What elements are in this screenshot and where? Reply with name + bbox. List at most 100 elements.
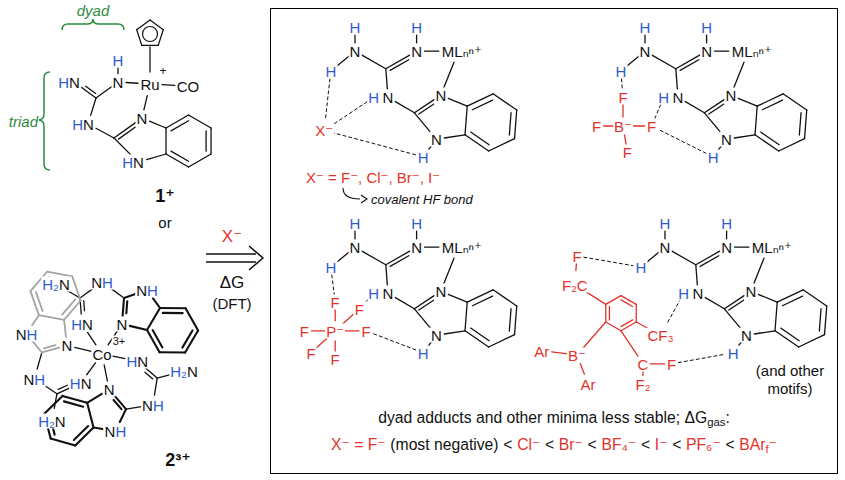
atom-label: HN xyxy=(126,354,150,369)
bond-line xyxy=(779,139,805,151)
label-part: N xyxy=(117,316,128,333)
bond-line xyxy=(337,252,349,262)
caption-text: Cl⁻ xyxy=(517,436,540,453)
ring-bond xyxy=(64,401,83,406)
cp-ring xyxy=(137,20,150,30)
anion-bond xyxy=(345,330,359,331)
ring-bond xyxy=(163,312,183,314)
label-part: N xyxy=(350,43,361,60)
label-part: N xyxy=(725,87,736,104)
bond-line xyxy=(700,256,719,267)
note-text: (and other motifs) xyxy=(745,362,835,398)
label-part: H xyxy=(147,282,158,299)
atom-label: NH xyxy=(15,326,39,341)
anion-label: CF₃ xyxy=(647,328,675,343)
bond-line xyxy=(704,113,721,133)
atom-label: N xyxy=(112,75,125,90)
atom-label: H xyxy=(659,216,672,231)
anion-bond xyxy=(621,320,633,327)
bond-line xyxy=(467,290,493,302)
caption-text: I⁻ xyxy=(655,436,668,453)
bond-line xyxy=(210,128,211,154)
anion-label: F xyxy=(571,249,582,264)
label-part: N xyxy=(435,283,446,300)
bond-line xyxy=(419,104,434,114)
bond-line xyxy=(754,331,775,334)
bond-line xyxy=(705,297,724,308)
bond-line xyxy=(362,251,386,265)
bond-line xyxy=(775,331,799,347)
label-part: N xyxy=(55,413,66,430)
bond-line xyxy=(189,154,212,167)
label-part: N xyxy=(431,131,442,148)
anion-bond xyxy=(335,341,336,353)
atom-label: N xyxy=(720,132,733,147)
bond-line xyxy=(444,258,454,284)
bond-line xyxy=(425,51,439,52)
bond-line xyxy=(166,154,189,167)
caption-text: gas xyxy=(707,416,725,428)
bond-line xyxy=(729,300,744,310)
label-part: N xyxy=(142,396,153,413)
bond-line xyxy=(395,297,414,308)
anion-label: F xyxy=(305,345,316,360)
ring-bond xyxy=(160,307,186,309)
bond-line xyxy=(147,154,166,160)
ring-bond xyxy=(130,326,147,330)
ring-bond xyxy=(182,330,192,347)
label-part: H xyxy=(640,19,651,36)
bond-line xyxy=(664,231,665,239)
label-part: N xyxy=(721,239,732,256)
anion-bond xyxy=(605,304,606,322)
label-part: H xyxy=(411,19,422,36)
anion-bond xyxy=(621,331,639,358)
atom-label: HN xyxy=(70,317,94,332)
bond-line xyxy=(696,265,698,286)
atom-label: Ru xyxy=(139,77,160,92)
cp-ring xyxy=(158,30,163,46)
bond-line xyxy=(37,352,42,369)
atom-label: H xyxy=(614,64,627,79)
bond-line xyxy=(754,258,764,284)
label-part: MLₙⁿ⁺ xyxy=(752,239,792,256)
label-part: N xyxy=(133,154,144,171)
atom-label: NH xyxy=(135,283,159,298)
label-part: N xyxy=(16,325,27,342)
ring-bond xyxy=(33,341,42,352)
hydrogen-bond xyxy=(373,333,416,350)
anion-bond xyxy=(642,371,643,376)
label-part: H xyxy=(325,63,336,80)
bond-line xyxy=(165,128,166,154)
bond-line xyxy=(162,84,175,86)
label-part: MLₙⁿ⁺ xyxy=(442,43,482,60)
label-part: N xyxy=(137,353,148,370)
reaction-label: X⁻ xyxy=(221,228,243,245)
caption-text: < xyxy=(672,436,681,453)
structure-bonds xyxy=(30,20,826,445)
anion-bond xyxy=(552,352,568,354)
bond-line xyxy=(819,309,821,331)
bond-line xyxy=(515,110,517,139)
bond-line xyxy=(118,127,135,139)
bond-line xyxy=(465,302,467,331)
label-part: N xyxy=(187,362,198,379)
bond-line xyxy=(799,113,801,135)
bond-line xyxy=(726,231,727,239)
bond-line xyxy=(117,68,118,74)
bond-line xyxy=(87,363,96,375)
atom-label: NH xyxy=(104,424,128,439)
bond-line xyxy=(390,256,409,267)
caption-text: < xyxy=(503,436,512,453)
anion-bond xyxy=(311,330,325,331)
atom-label: N xyxy=(136,111,149,126)
ring-bond xyxy=(153,298,160,308)
label-part: N xyxy=(104,381,115,398)
atom-label: H xyxy=(707,149,720,164)
label-part: N xyxy=(136,282,147,299)
bond-line xyxy=(58,385,67,389)
label-part: H xyxy=(368,89,379,106)
label-part: N xyxy=(62,337,73,354)
atom-label: H xyxy=(657,90,670,105)
label-part: N xyxy=(411,239,422,256)
caption-text: BAr xyxy=(739,436,765,453)
